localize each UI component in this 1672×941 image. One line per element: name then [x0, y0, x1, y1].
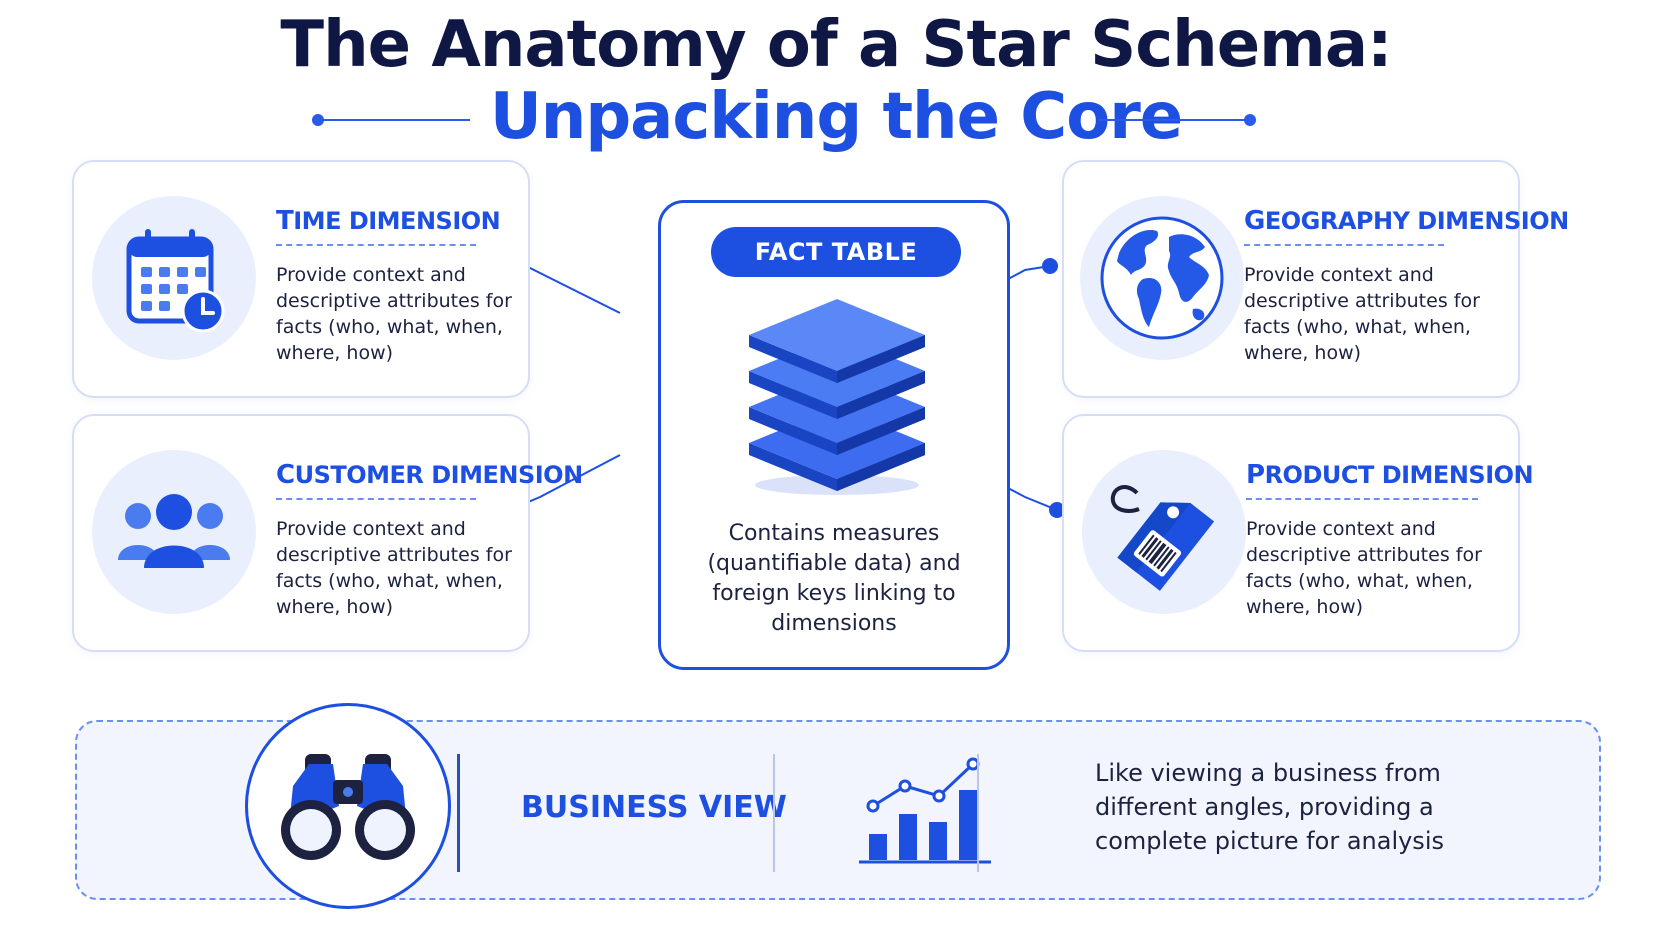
divider	[1246, 498, 1478, 500]
page-title: The Anatomy of a Star Schema:	[280, 8, 1392, 82]
business-view-panel: BUSINESS VIEW Like viewing a business fr…	[75, 703, 1601, 909]
connector-dot-product	[1049, 502, 1065, 518]
title-deco-line-left	[318, 119, 470, 121]
database-stack-icon	[749, 299, 925, 495]
divider	[276, 498, 476, 500]
business-view-description: Like viewing a business from different a…	[1095, 759, 1444, 855]
time-dimension-title: TIME DIMENSION	[276, 206, 501, 236]
fact-table-label: FACT TABLE	[711, 227, 961, 277]
geography-dimension-description: Provide context and descriptive attribut…	[1244, 264, 1480, 364]
price-tag-icon	[1082, 450, 1246, 614]
customer-dimension-description: Provide context and descriptive attribut…	[276, 518, 512, 618]
connector-dot-geography	[1042, 258, 1058, 274]
customer-dimension-title: CUSTOMER DIMENSION	[276, 460, 583, 490]
geography-dimension-card: GEOGRAPHY DIMENSION Provide context and …	[1062, 160, 1569, 398]
fact-table-description: Contains measures (quantifiable data) an…	[707, 521, 961, 636]
time-dimension-card: TIME DIMENSION Provide context and descr…	[72, 160, 530, 398]
separator	[773, 754, 775, 872]
separator	[977, 754, 979, 872]
customer-dimension-card: CUSTOMER DIMENSION Provide context and d…	[72, 414, 583, 652]
product-dimension-description: Provide context and descriptive attribut…	[1246, 518, 1482, 618]
page-subtitle: Unpacking the Core	[489, 80, 1183, 154]
title-deco-line-right	[1098, 119, 1250, 121]
divider	[276, 244, 476, 246]
binoculars-icon	[245, 703, 451, 909]
product-dimension-title: PRODUCT DIMENSION	[1246, 460, 1534, 490]
bar-line-chart-icon	[859, 757, 991, 864]
business-view-title: BUSINESS VIEW	[521, 790, 787, 825]
title-deco-dot-right	[1244, 114, 1256, 126]
time-dimension-description: Provide context and descriptive attribut…	[276, 264, 512, 364]
product-dimension-card: PRODUCT DIMENSION Provide context and de…	[1062, 414, 1534, 652]
divider	[1244, 244, 1444, 246]
globe-icon	[1080, 196, 1244, 360]
separator	[457, 754, 460, 872]
calendar-clock-icon	[92, 196, 256, 360]
users-icon	[92, 450, 256, 614]
fact-table-card: FACT TABLE Contains measures (quantifiab…	[658, 200, 1010, 670]
geography-dimension-title: GEOGRAPHY DIMENSION	[1244, 206, 1569, 236]
